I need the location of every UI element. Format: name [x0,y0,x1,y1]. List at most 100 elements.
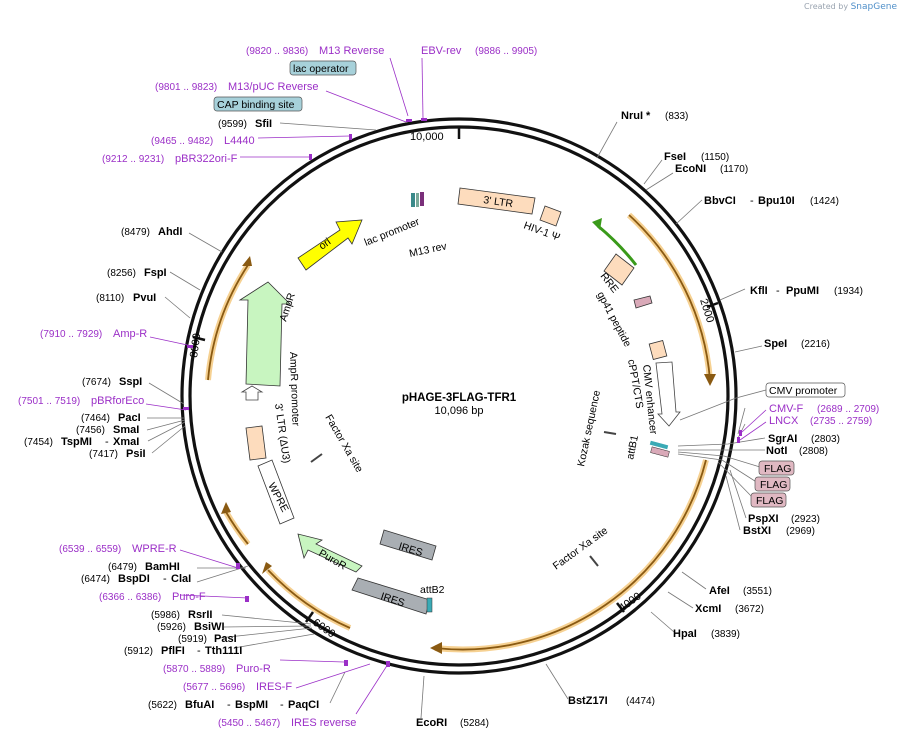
site-bspdi-name: BspDI [118,573,150,585]
site-tspmi-name: TspMI [61,436,92,448]
site-ppumi-name: PpuMI [786,285,819,297]
orf-arc-left-upper-line [207,264,249,381]
ruler-tick-6000 [304,611,315,623]
cap-site-label: CAP binding site [217,99,295,111]
primer-ires-reverse-coord: (5450 .. 5467) [218,718,280,729]
lac-operator-box [289,60,357,76]
cmv-promoter-box [765,382,846,398]
feature-3ltr-du3 [245,425,267,461]
site-pspxi-coord: (2923) [791,514,820,525]
orf-arc-left-lower-line [267,569,351,629]
orf-arrowhead-right [704,374,716,386]
flag-label-3: FLAG [756,495,783,507]
site-bamhi-name: BamHI [145,561,180,573]
feature-attb2-block [426,597,433,613]
feature-attb1-label: attB1 [624,434,641,461]
site-kfli-name: KflI [750,285,768,297]
site-pflfi-coord: (5912) [124,646,153,657]
primer-lncx-coord: (2735 .. 2759) [810,416,872,427]
feature-factor-xa-left-label: Factor Xa site [322,413,365,475]
feature-ampr-promoter-label: AmpR promoter [287,352,302,427]
feature-lac-blocks [411,193,415,207]
primer-pbrforeco-coord: (7501 .. 7519) [18,396,80,407]
site-kfli-coord: (1934) [834,286,863,297]
site-paci-name: PacI [118,412,141,424]
site-fspi-name: FspI [144,267,167,279]
site-bstz17i-coord: (4474) [626,696,655,707]
site-xcmi-coord: (3672) [735,604,764,615]
site-pvui-name: PvuI [133,292,156,304]
site-ecori-name: EcoRI [416,717,447,729]
feature-gp41-label: gp41 peptide [594,290,633,349]
flag-box-1 [758,460,795,476]
feature-ampr [238,281,291,387]
primer-ires-f-coord: (5677 .. 5696) [183,682,245,693]
plasmid-size: 10,096 bp [435,405,484,417]
primer-cmv-f-coord: (2689 .. 2709) [817,404,879,415]
site-spei-name: SpeI [764,338,787,350]
site-bamhi-coord: (6479) [108,562,137,573]
primer-ebv-rev-coord: (9886 .. 9905) [475,46,537,57]
site-rsrii-coord: (5986) [151,610,180,621]
primer-l4440-name: L4440 [224,135,255,147]
lac-operator-label: lac operator [293,63,349,75]
backbone-outer [180,117,738,675]
orf-arc-bottom-line [434,459,707,651]
primer-pbrforeco-name: pBRforEco [91,395,144,407]
site-bspmi-dash: - [280,699,284,711]
site-sgrai-coord: (2803) [811,434,840,445]
feature-lac-blocks-2 [416,193,419,207]
snapgene-logo: SnapGene [850,2,897,12]
site-bsiwi-name: BsiWI [194,621,225,633]
feature-ires-bottom [351,577,431,615]
orf-arrowhead-bottom [430,642,442,654]
site-econi-coord: (1170) [720,164,748,175]
feature-wpre [257,459,295,525]
site-bbvci-dash: - [750,195,754,207]
primer-ebv-rev-name: EBV-rev [421,45,462,57]
primer-lncx-name: LNCX [769,415,799,427]
ruler-tick-8000 [192,335,206,342]
site-tspmi-dash: - [105,436,109,448]
site-noti-name: NotI [766,445,787,457]
site-sgrai-name: SgrAI [768,433,797,445]
site-paqci-name: PaqCI [288,699,319,711]
site-bspmi-name: BspMI [235,699,268,711]
primer-puro-r-coord: (5870 .. 5889) [163,664,225,675]
orf-arc-right [626,212,713,381]
site-bfuai-dash: - [227,699,231,711]
orf-arc-right-line [628,214,711,381]
site-pflfi-dash: - [197,645,201,657]
cmv-promoter-label: CMV promoter [769,385,838,397]
feature-kozak-label: Kozak sequence [575,389,603,468]
site-nrui-name: NruI * [621,110,651,122]
site-bstxi-coord: (2969) [786,526,815,537]
site-bspdi-coord: (6474) [81,574,110,585]
flag-box-3 [750,492,787,508]
cap-site-box [213,96,303,112]
site-pspxi-name: PspXI [748,513,779,525]
site-kfli-dash: - [776,285,780,297]
primer-m13-reverse-name: M13 Reverse [319,45,384,57]
feature-lac-promoter-label: lac promoter [363,216,422,249]
flag-box-2 [754,476,791,492]
site-fsei-coord: (1150) [701,152,729,163]
site-hpai-coord: (3839) [711,629,740,640]
site-noti-coord: (2808) [799,446,828,457]
site-spei-coord: (2216) [801,339,830,350]
primer-pbr322ori-f-coord: (9212 .. 9231) [102,154,164,165]
feature-puror [297,533,363,573]
site-pasi-coord: (5919) [178,634,207,645]
feature-cppt [648,339,668,361]
primer-marks [183,118,742,667]
factor-xa-mark-left [310,453,323,463]
site-smai-name: SmaI [113,424,139,436]
feature-3ltr [457,187,536,215]
primer-leader-lines [145,57,767,715]
site-fspi-coord: (8256) [107,268,136,279]
primer-puro-f-name: Puro-F [172,591,206,603]
site-bstxi-name: BstXI [743,525,771,537]
primer-wpre-r-coord: (6539 .. 6559) [59,544,121,555]
feature-gp41 [633,295,653,309]
site-clai-name: ClaI [171,573,191,585]
